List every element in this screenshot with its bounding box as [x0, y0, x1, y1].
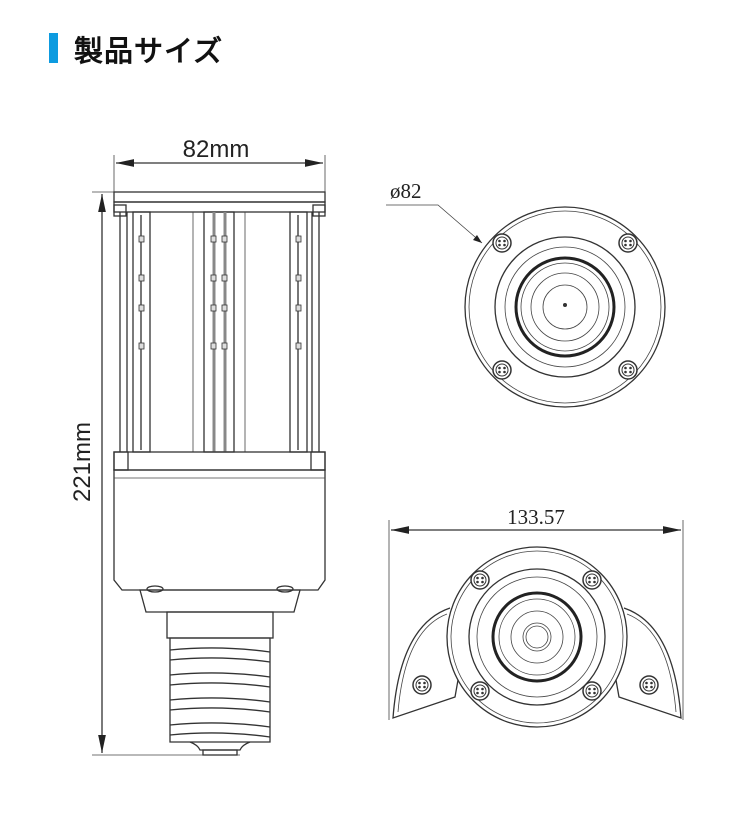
diameter-leader-line — [386, 204, 483, 244]
bottom-view: 133.57 — [388, 505, 684, 728]
side-view-lamp — [92, 155, 326, 756]
width-label: 82mm — [183, 136, 250, 163]
diameter-label: ø82 — [390, 179, 422, 203]
span-label: 133.57 — [507, 505, 565, 529]
title-accent-bar — [49, 33, 58, 63]
height-label: 221mm — [69, 422, 96, 502]
page-title: 製品サイズ — [74, 34, 224, 68]
top-view: ø82 — [386, 179, 666, 408]
